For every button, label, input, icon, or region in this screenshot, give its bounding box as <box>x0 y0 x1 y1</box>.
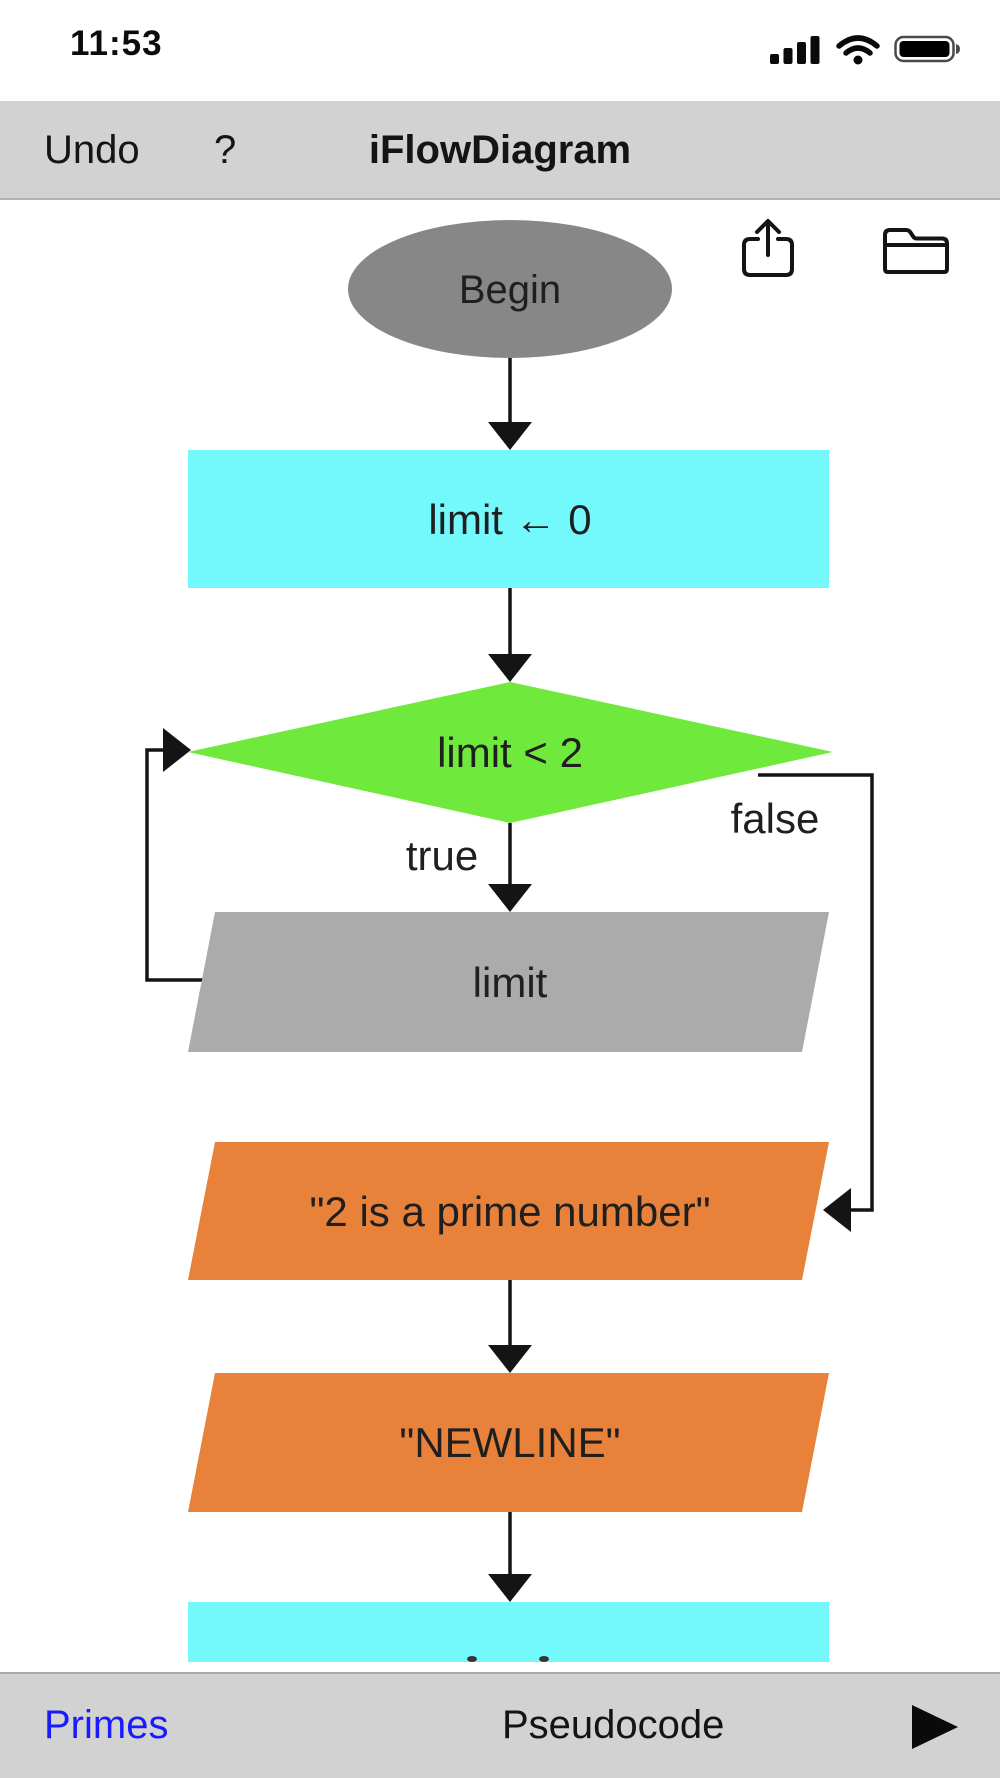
battery-icon <box>894 35 960 63</box>
true-branch-label: true <box>406 832 478 879</box>
arrowhead-output1-output2 <box>488 1345 532 1373</box>
init-node-label: limit ← 0 <box>428 496 591 543</box>
output-prime-node[interactable] <box>188 1142 829 1280</box>
arrowhead-init-decision <box>488 654 532 682</box>
arrowhead-begin-init <box>488 422 532 450</box>
arrowhead-false-branch <box>823 1188 851 1232</box>
bottom-toolbar: Primes Pseudocode <box>0 1672 1000 1778</box>
partial-text-fragment <box>539 1656 549 1662</box>
partial-text-fragment <box>467 1656 477 1662</box>
output-newline-node[interactable] <box>188 1373 829 1512</box>
edge-loop-back <box>145 748 203 982</box>
app-title: iFlowDiagram <box>368 128 632 172</box>
share-button[interactable] <box>740 217 796 284</box>
init-node[interactable] <box>188 450 829 588</box>
input-node[interactable] <box>188 912 829 1052</box>
pseudocode-label: Pseudocode <box>502 1703 725 1747</box>
decision-node-label: limit < 2 <box>437 729 583 776</box>
open-file-button[interactable] <box>882 227 952 280</box>
false-branch-label: false <box>731 795 820 842</box>
edge-false-branch <box>758 773 874 1212</box>
undo-button[interactable]: Undo <box>44 128 140 172</box>
decision-node[interactable] <box>188 682 833 823</box>
output-prime-node-label: "2 is a prime number" <box>310 1188 711 1235</box>
share-export-icon <box>742 219 794 277</box>
primes-link[interactable]: Primes <box>44 1703 169 1747</box>
status-icons <box>770 33 962 65</box>
clock: 11:53 <box>70 24 163 63</box>
folder-icon <box>883 228 949 274</box>
status-bar: 11:53 <box>0 0 1000 101</box>
help-button[interactable]: ? <box>214 128 237 172</box>
top-toolbar: Undo ? iFlowDiagram <box>0 101 1000 277</box>
begin-node[interactable] <box>348 220 672 358</box>
begin-node-label: Begin <box>459 268 561 312</box>
output-newline-node-label: "NEWLINE" <box>399 1419 620 1466</box>
input-node-label: limit <box>473 959 548 1006</box>
cellular-signal-icon <box>770 36 820 64</box>
arrowhead-loop-back <box>163 728 191 772</box>
arrowhead-true-branch <box>488 884 532 912</box>
wifi-icon <box>836 35 880 65</box>
partial-bottom-node[interactable] <box>188 1602 829 1662</box>
arrowhead-output2-next <box>488 1574 532 1602</box>
play-triangle-icon <box>912 1705 958 1749</box>
run-button[interactable] <box>912 1705 958 1749</box>
